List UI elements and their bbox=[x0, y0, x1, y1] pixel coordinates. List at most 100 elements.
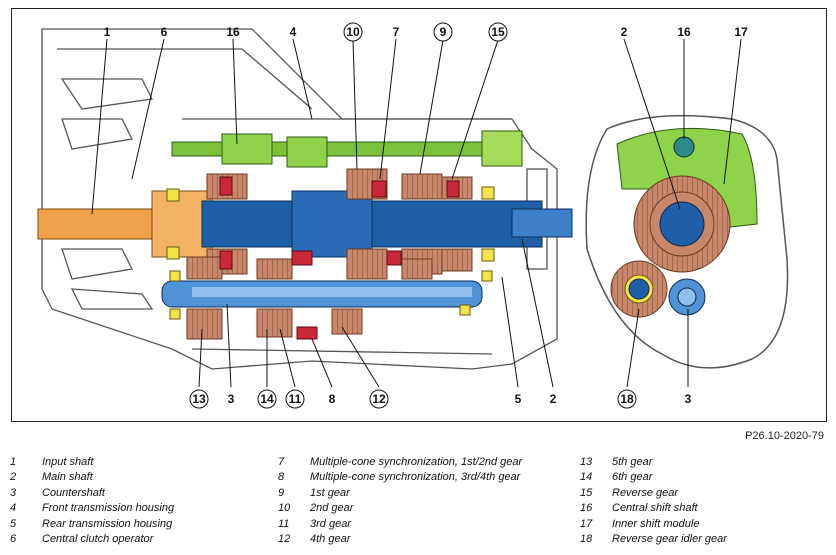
leader-lines bbox=[91, 38, 742, 388]
legend-label: 6th gear bbox=[612, 471, 653, 484]
legend-number: 9 bbox=[278, 486, 285, 499]
legend-label: Front transmission housing bbox=[42, 502, 175, 515]
legend-number: 15 bbox=[580, 486, 593, 499]
legend-item: 12 4th gear bbox=[278, 532, 522, 547]
legend-label: 4th gear bbox=[310, 532, 351, 545]
callout-12: 12 bbox=[369, 389, 389, 409]
legend-column-1: 1 Input shaft 2 Main shaft 3 Countershaft 4… bbox=[10, 455, 174, 547]
legend-label: 1st gear bbox=[310, 486, 350, 499]
legend-item: 7 Multiple-cone synchronization, 1st/2nd … bbox=[278, 455, 522, 470]
legend-item: 3 Countershaft bbox=[10, 486, 174, 501]
svg-text:11: 11 bbox=[289, 392, 302, 406]
svg-text:4: 4 bbox=[290, 25, 297, 39]
legend-item: 10 2nd gear bbox=[278, 501, 522, 516]
svg-text:5: 5 bbox=[515, 392, 522, 406]
callout-6: 6 bbox=[161, 25, 168, 39]
legend-label: Input shaft bbox=[42, 456, 94, 468]
svg-text:1: 1 bbox=[104, 25, 111, 39]
countershaft-gears bbox=[186, 256, 433, 340]
synchronizers bbox=[219, 176, 460, 340]
legend-number: 14 bbox=[580, 471, 593, 484]
callout-7: 7 bbox=[393, 25, 400, 39]
legend-item: 6 Central clutch operator bbox=[10, 532, 174, 547]
legend-number: 10 bbox=[278, 502, 291, 515]
svg-text:10: 10 bbox=[346, 25, 360, 39]
legend-item: 8 Multiple-cone synchronization, 3rd/4th … bbox=[278, 470, 522, 485]
svg-text:8: 8 bbox=[329, 392, 336, 406]
callout-2-bottom: 2 bbox=[550, 392, 557, 406]
callout-5: 5 bbox=[515, 392, 522, 406]
end-view bbox=[585, 114, 789, 369]
legend-label: Central shift shaft bbox=[612, 502, 698, 515]
legend-item: 2 Main shaft bbox=[10, 470, 174, 485]
legend-item: 16 Central shift shaft bbox=[580, 501, 727, 516]
bearings bbox=[166, 186, 495, 320]
svg-text:13: 13 bbox=[192, 392, 206, 406]
legend-label: 5th gear bbox=[612, 456, 653, 468]
legend-label: Main shaft bbox=[42, 471, 93, 484]
legend-item: 13 5th gear bbox=[580, 455, 727, 470]
svg-text:3: 3 bbox=[228, 392, 235, 406]
callout-9: 9 bbox=[433, 22, 453, 42]
svg-text:9: 9 bbox=[440, 25, 447, 39]
figure-code: P26.10-2020-79 bbox=[745, 430, 824, 442]
callout-4: 4 bbox=[290, 25, 297, 39]
legend-label: Rear transmission housing bbox=[42, 517, 173, 530]
legend-label: Multiple-cone synchronization, 1st/2nd g… bbox=[310, 456, 523, 468]
legend-number: 2 bbox=[10, 471, 17, 484]
callout-18: 18 bbox=[617, 389, 637, 409]
callout-13: 13 bbox=[189, 389, 209, 409]
transmission-cutaway-diagram: 1 6 16 4 10 7 9 15 2 16 17 13 3 14 11 8 … bbox=[37, 22, 789, 409]
legend-number: 7 bbox=[278, 456, 285, 468]
legend-number: 3 bbox=[10, 486, 17, 499]
svg-text:17: 17 bbox=[734, 25, 748, 39]
legend-number: 18 bbox=[580, 532, 593, 545]
svg-text:2: 2 bbox=[621, 25, 628, 39]
legend-label: 2nd gear bbox=[310, 502, 354, 515]
callout-11: 11 bbox=[285, 389, 305, 409]
main-shaft bbox=[201, 190, 573, 258]
legend-item: 1 Input shaft bbox=[10, 455, 174, 470]
legend-label: Inner shift module bbox=[612, 517, 700, 530]
svg-text:7: 7 bbox=[393, 25, 400, 39]
legend-label: Countershaft bbox=[42, 486, 105, 499]
diagram-frame: 1 6 16 4 10 7 9 15 2 16 17 13 3 14 11 8 … bbox=[11, 8, 827, 422]
legend-number: 6 bbox=[10, 532, 17, 545]
legend-item: 9 1st gear bbox=[278, 486, 522, 501]
svg-text:12: 12 bbox=[372, 392, 386, 406]
callout-1: 1 bbox=[104, 25, 111, 39]
svg-text:3: 3 bbox=[685, 392, 692, 406]
legend-number: 1 bbox=[10, 456, 17, 468]
input-shaft bbox=[37, 190, 213, 258]
legend-column-2: 7 Multiple-cone synchronization, 1st/2nd … bbox=[278, 455, 522, 547]
legend-label: Multiple-cone synchronization, 3rd/4th g… bbox=[310, 471, 521, 484]
callout-15: 15 bbox=[488, 22, 508, 42]
svg-text:18: 18 bbox=[620, 392, 634, 406]
callout-8: 8 bbox=[329, 392, 336, 406]
legend-number: 16 bbox=[580, 502, 593, 515]
svg-text:6: 6 bbox=[161, 25, 168, 39]
legend-item: 5 Rear transmission housing bbox=[10, 517, 174, 532]
legend-number: 13 bbox=[580, 456, 593, 468]
callout-17: 17 bbox=[734, 25, 748, 39]
legend-item: 17 Inner shift module bbox=[580, 517, 727, 532]
legend-item: 18 Reverse gear idler gear bbox=[580, 532, 727, 547]
callout-16-top: 16 bbox=[226, 25, 240, 39]
svg-text:16: 16 bbox=[677, 25, 691, 39]
callout-10: 10 bbox=[343, 22, 363, 42]
legend-number: 12 bbox=[278, 532, 291, 545]
transmission-housing bbox=[41, 28, 558, 370]
legend-number: 5 bbox=[10, 517, 17, 530]
callout-3-bottom: 3 bbox=[228, 392, 235, 406]
svg-text:2: 2 bbox=[550, 392, 557, 406]
svg-text:16: 16 bbox=[226, 25, 240, 39]
countershaft bbox=[161, 280, 483, 308]
legend-label: Reverse gear idler gear bbox=[612, 532, 727, 545]
legend-number: 8 bbox=[278, 471, 285, 484]
legend-number: 17 bbox=[580, 517, 593, 530]
legend-label: Central clutch operator bbox=[42, 532, 154, 545]
